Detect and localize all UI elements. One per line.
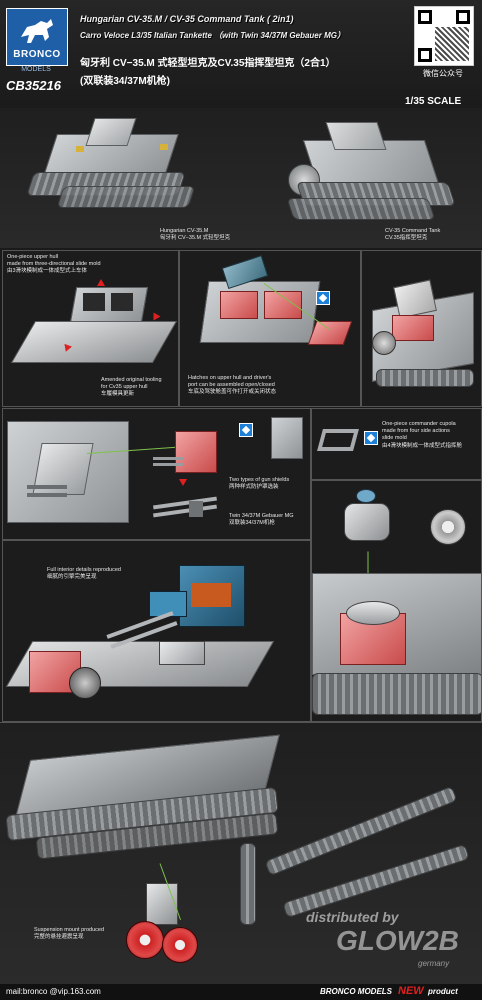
tooling-caption-1: Amended original tooling xyxy=(101,377,162,383)
hatch-image xyxy=(194,255,354,361)
cupola-assembly-panel xyxy=(311,480,482,722)
footer-email: mail:bronco @vip.163.com xyxy=(6,987,101,996)
cv35-caption-en: CV-35 Command Tank xyxy=(385,228,441,234)
tooling-caption-cn: 车履模具更新 xyxy=(101,391,135,397)
product-code: CB35216 xyxy=(6,78,61,93)
interior-caption-cn: 细腻的引擎完美呈现 xyxy=(47,574,97,580)
horse-icon xyxy=(17,17,57,45)
hatch-detail-image xyxy=(366,279,478,391)
footer-brand: BRONCO MODELS xyxy=(320,987,392,996)
title-cn-line-2: (双联装34/37M机枪) xyxy=(80,76,171,87)
qr-caption: 微信公众号 xyxy=(423,69,463,78)
gun-shield-image xyxy=(175,431,217,473)
shields-caption-en: Two types of gun shields xyxy=(229,477,290,483)
footer: mail:bronco @vip.163.com BRONCO MODELS N… xyxy=(0,984,482,1000)
wheel-image xyxy=(430,509,466,545)
hatch-caption-cn: 车底及驾驶舱盖可作打开或关闭状态 xyxy=(188,389,277,395)
cv35m-tank-image xyxy=(20,114,210,230)
cv35m-caption-en: Hungarian CV-35.M xyxy=(160,228,209,234)
suspension-caption-en: Suspension mount produced xyxy=(34,927,105,933)
sub-brand: MODELS xyxy=(21,66,51,73)
hatch-detail-panel xyxy=(361,250,482,407)
mg-caption-en: Twin 34/37M Gebauer MG xyxy=(229,513,294,519)
tooling-caption-2: for Cv35 upper hull xyxy=(101,384,148,390)
scale-label: 1/35 SCALE xyxy=(405,96,462,107)
interior-caption-en: Full interior details reproduced xyxy=(47,567,121,573)
cupola-panel: One-piece commander cupola made from fou… xyxy=(311,408,482,480)
hull-caption-2: made from three-directional slide mold xyxy=(7,261,101,267)
shields-caption-cn: 两种样式防护罩选装 xyxy=(229,484,279,490)
hatch-panel: Hatches on upper hull and driver's port … xyxy=(179,250,361,407)
arrow-icon xyxy=(153,312,161,321)
interior-image xyxy=(5,551,305,715)
suspension-bogie-image xyxy=(126,883,206,973)
watermark-line-1: distributed by xyxy=(306,909,399,925)
hatch-caption-1: Hatches on upper hull and driver's xyxy=(188,375,272,381)
header: BRONCO MODELS CB35216 Hungarian CV-35.M … xyxy=(0,0,482,115)
cv35m-caption-cn: 匈牙利 CV−35.M 式轻型坦克 xyxy=(160,235,231,241)
footer-new-badge: NEW xyxy=(398,985,424,997)
qr-code xyxy=(414,6,474,66)
upper-hull-image xyxy=(10,281,178,371)
cupola-caption-cn: 由4滑块模制成一体成型式指挥舱 xyxy=(382,443,463,449)
title-line-1: Hungarian CV-35.M / CV-35 Command Tank (… xyxy=(80,14,294,24)
suspension-caption-cn: 完整的悬挂避震呈现 xyxy=(34,934,84,940)
cv35-caption-cn: CV.35指挥型坦克 xyxy=(385,235,428,241)
mg-caption-cn: 双联装34/37M机枪 xyxy=(229,520,275,526)
hero-panel: Hungarian CV-35.M 匈牙利 CV−35.M 式轻型坦克 CV-3… xyxy=(0,108,482,248)
watermark-line-3: germany xyxy=(418,959,450,968)
hull-caption-cn: 由3滑块模制成一体成型式上车体 xyxy=(7,268,88,274)
footer-product: product xyxy=(428,987,458,996)
distributor-watermark: distributed by GLOW2B germany xyxy=(306,909,476,979)
title-cn-line-1: 匈牙利 CV−35.M 式轻型坦克及CV.35指挥型坦克（2合1） xyxy=(80,58,336,69)
interior-panel: Full interior details reproduced 细腻的引擎完美… xyxy=(2,540,311,722)
title-line-2: Carro Veloce L3/35 Italian Tankette （wit… xyxy=(80,31,345,40)
cupola-part-image xyxy=(317,423,360,457)
cupola-caption-2: made from four side actions xyxy=(382,428,450,434)
bronco-logo: BRONCO xyxy=(6,8,68,66)
arrow-icon xyxy=(97,279,105,286)
command-tank-closeup-image xyxy=(312,573,481,721)
gun-hull-image xyxy=(7,413,137,533)
hull-panel: One-piece upper hull made from three-dir… xyxy=(2,250,179,407)
rotate-arrow-icon xyxy=(179,479,187,486)
hull-caption-1: One-piece upper hull xyxy=(7,254,59,260)
track-links-image xyxy=(240,783,476,933)
swap-marker-icon xyxy=(239,423,253,437)
cupola-caption-1: One-piece commander cupola xyxy=(382,421,456,427)
cupola-caption-3: slide mold xyxy=(382,435,407,441)
watermark-line-2: GLOW2B xyxy=(336,925,459,956)
move-marker-icon xyxy=(316,291,330,305)
suspension-panel: Suspension mount produced 完整的悬挂避震呈现 dist… xyxy=(0,722,482,985)
cupola-exploded-image xyxy=(342,489,392,549)
hatch-caption-2: port can be assembled open/closed xyxy=(188,382,275,388)
brand-name: BRONCO xyxy=(13,49,61,60)
cv35-command-tank-image xyxy=(270,116,470,232)
alt-gun-shield-image xyxy=(271,417,303,459)
gun-panel: Two types of gun shields 两种样式防护罩选装 Twin … xyxy=(2,408,311,540)
swap-marker-icon xyxy=(364,431,378,445)
twin-mg-image xyxy=(153,496,223,527)
